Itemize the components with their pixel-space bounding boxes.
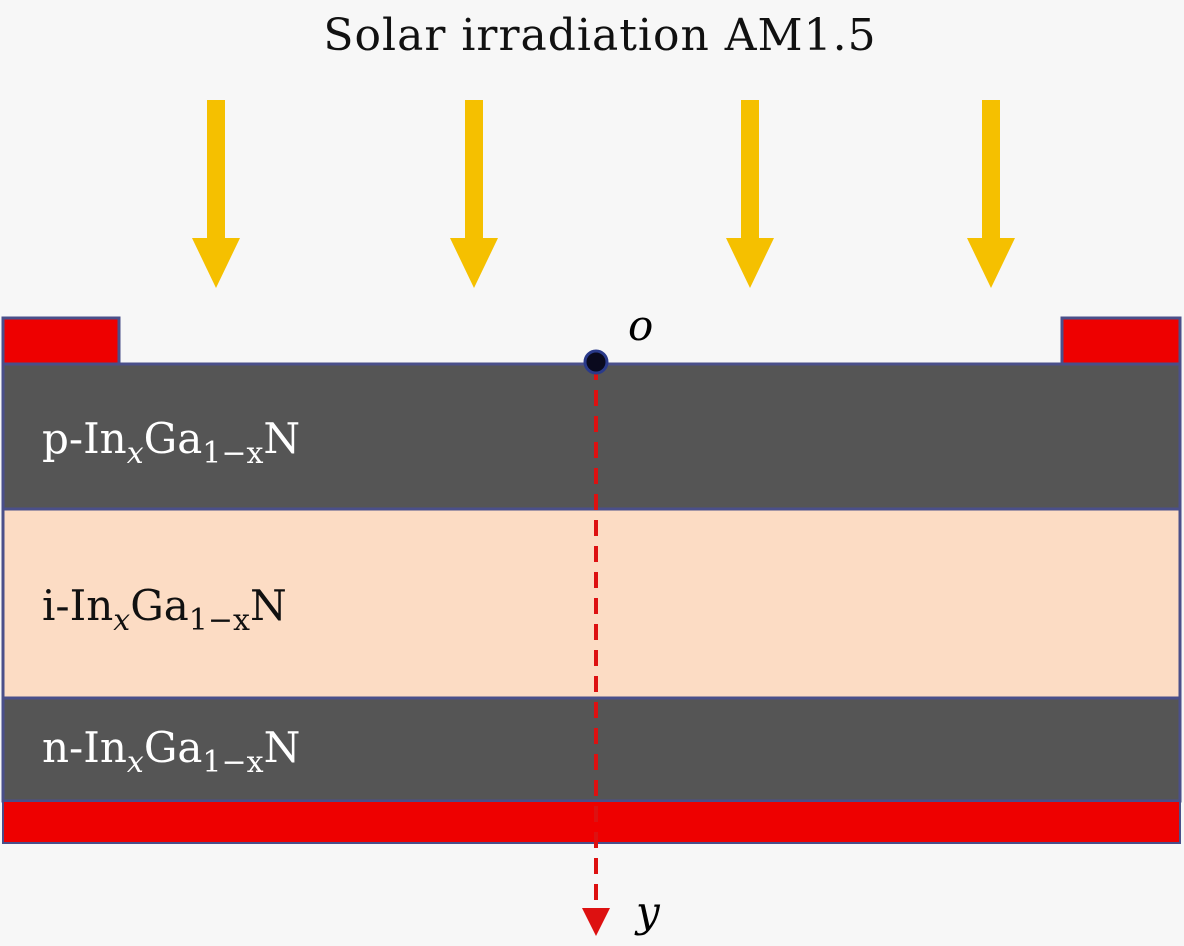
i-layer [1,507,1182,700]
sunlight-arrow-icon [450,100,498,288]
origin-dot-icon [583,349,609,375]
origin-label: o [628,301,653,350]
n-layer [1,696,1182,803]
p-layer [1,362,1182,511]
diagram-title: Solar irradiation AM1.5 [323,10,876,61]
sunlight-arrow-icon [967,100,1015,288]
y-axis-label: y [634,887,661,936]
top-right-contact [1060,316,1182,366]
sunlight-arrow-icon [192,100,240,288]
layer-label-p: p-InxGa1−xN [42,414,300,471]
layer-label-i: i-InxGa1−xN [42,581,287,638]
sunlight-arrows [192,100,1015,288]
bottom-contact [2,800,1181,844]
layer-label-n: n-InxGa1−xN [42,723,300,780]
y-axis-arrowhead-icon [582,908,610,936]
sunlight-arrow-icon [726,100,774,288]
top-left-contact [1,316,121,366]
